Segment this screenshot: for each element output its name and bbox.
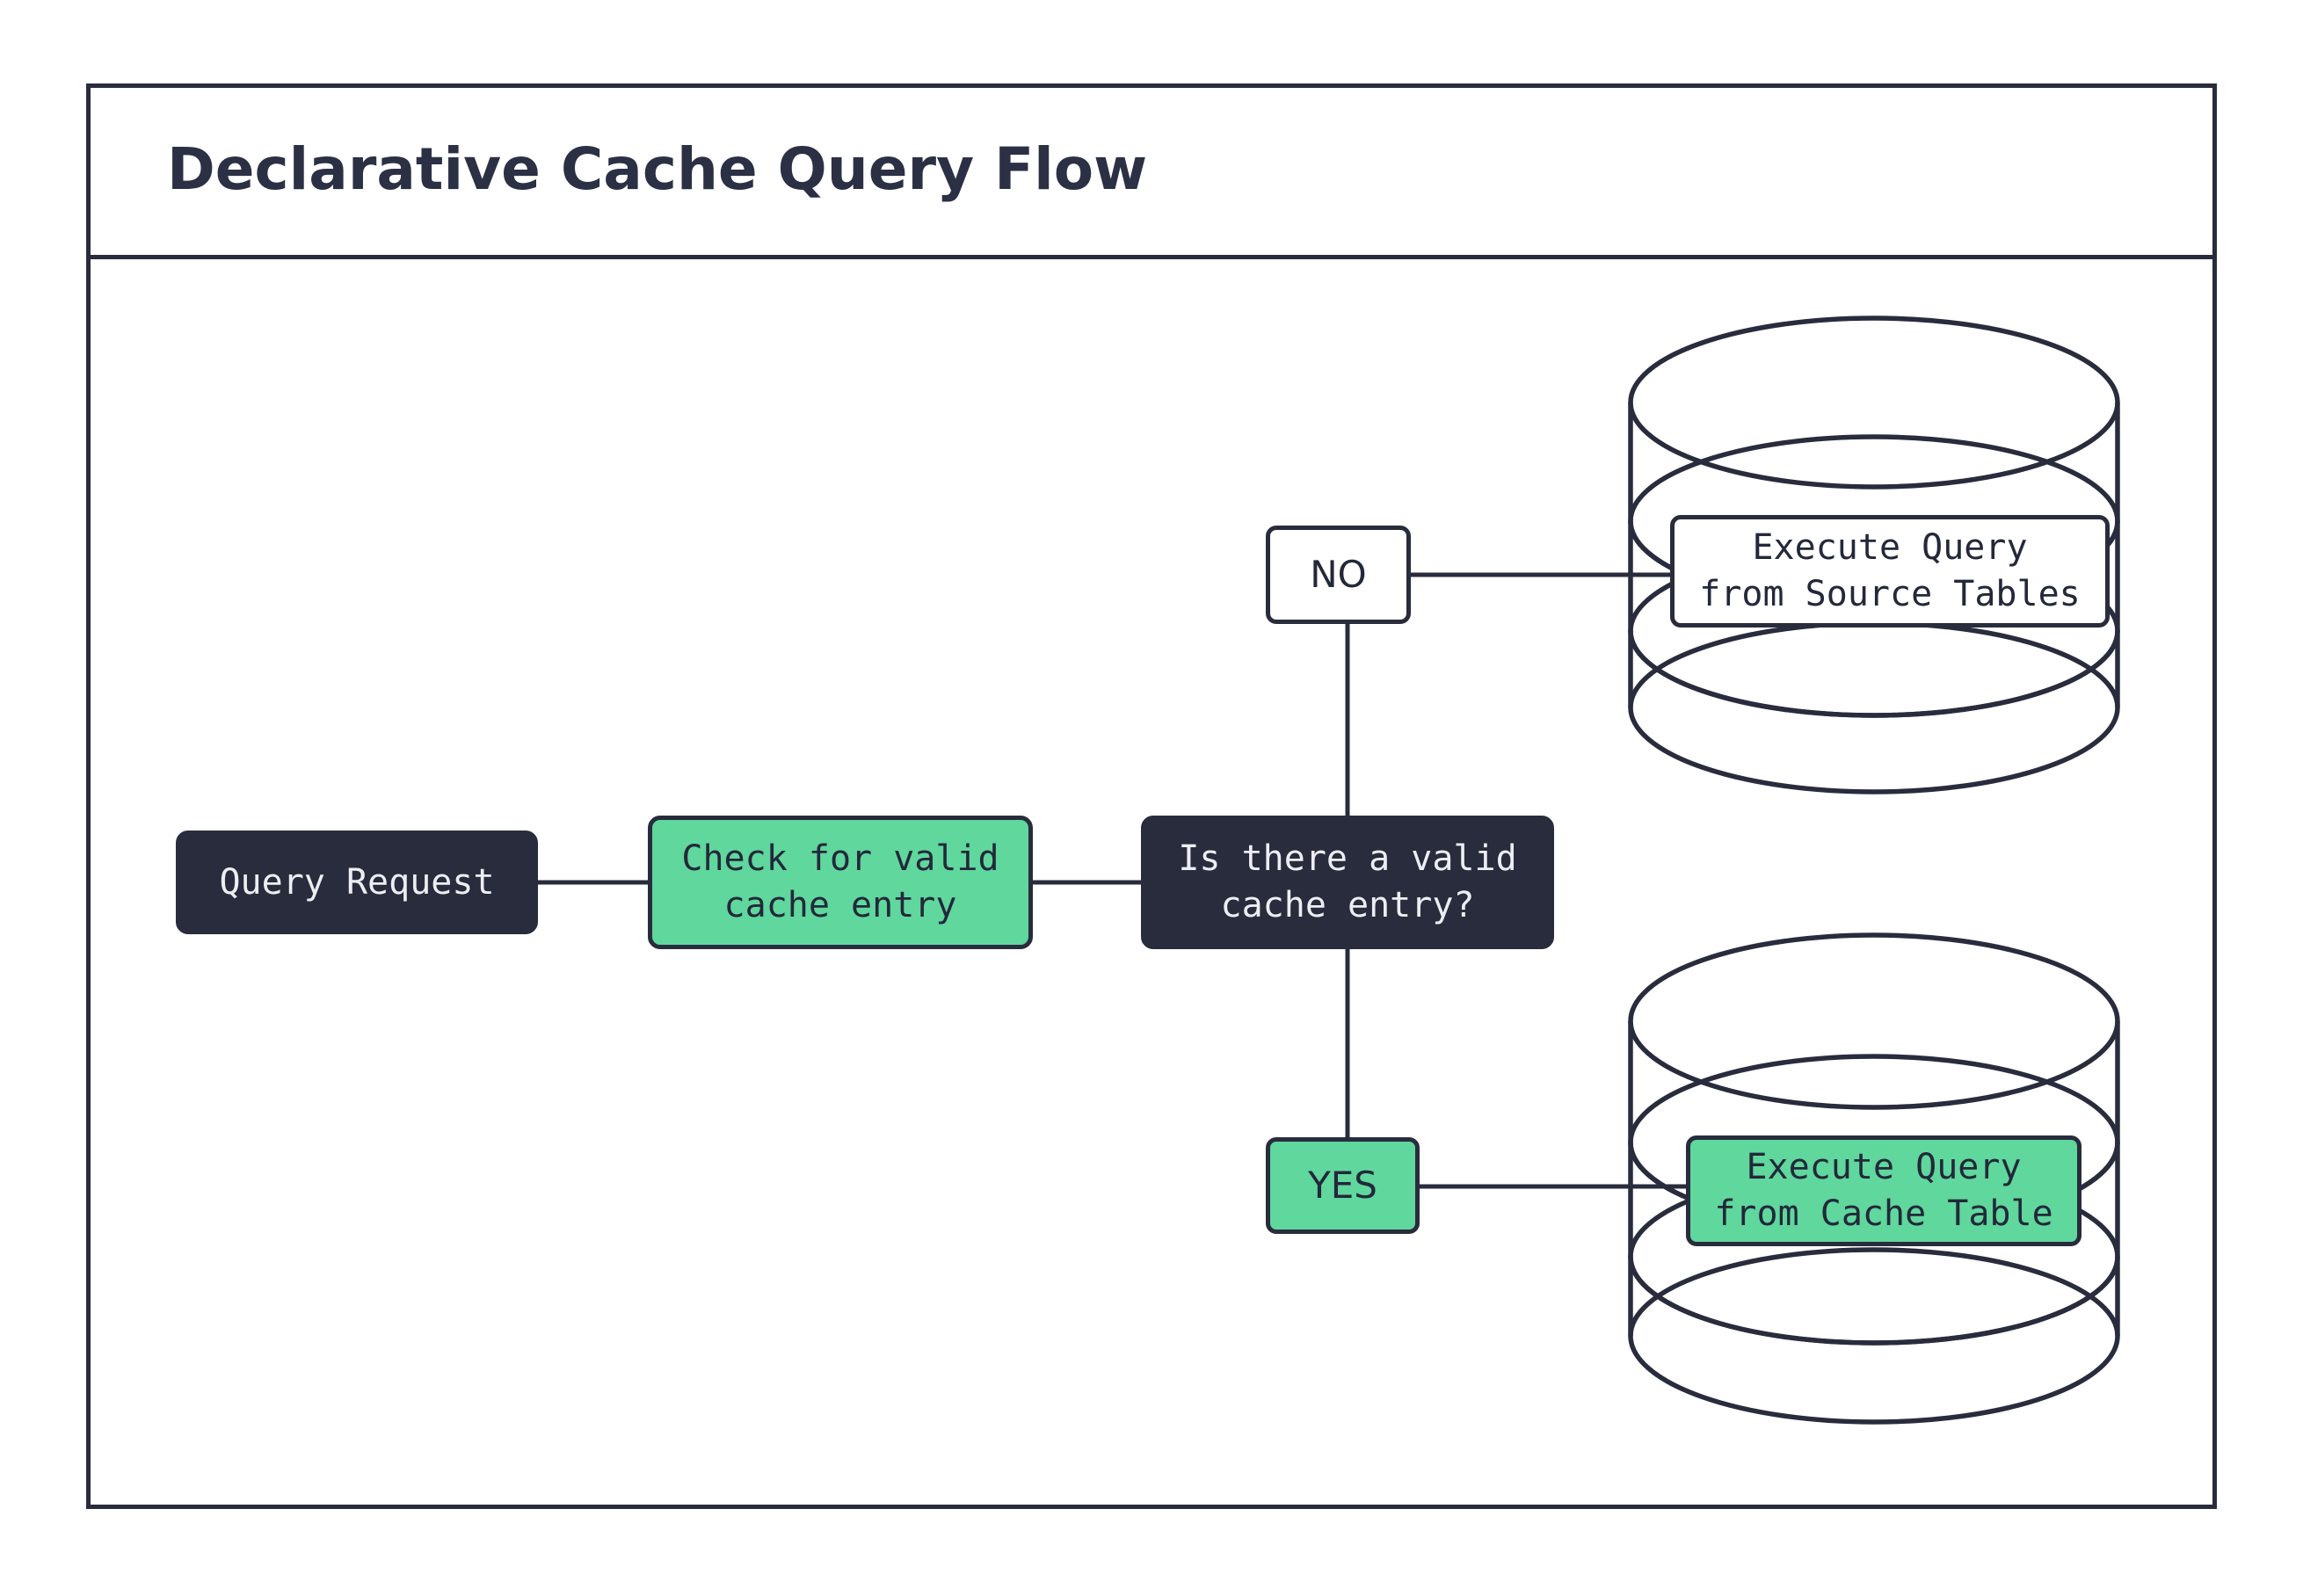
page-title: Declarative Cache Query Flow	[167, 135, 1148, 203]
node-query-request[interactable]: Query Request	[176, 831, 538, 934]
edge-label-yes[interactable]: YES	[1266, 1137, 1420, 1234]
diagram-frame	[86, 83, 2217, 1509]
edge-label-no[interactable]: NO	[1266, 526, 1411, 624]
node-check-for-valid-cache-entry[interactable]: Check for valid cache entry	[648, 816, 1033, 949]
node-execute-query-from-source-tables[interactable]: Execute Query from Source Tables	[1670, 515, 2110, 628]
node-decision-valid-cache-entry[interactable]: Is there a valid cache entry?	[1141, 816, 1554, 949]
node-execute-query-from-cache-table[interactable]: Execute Query from Cache Table	[1686, 1135, 2081, 1246]
diagram-title-bar: Declarative Cache Query Flow	[86, 83, 2217, 259]
